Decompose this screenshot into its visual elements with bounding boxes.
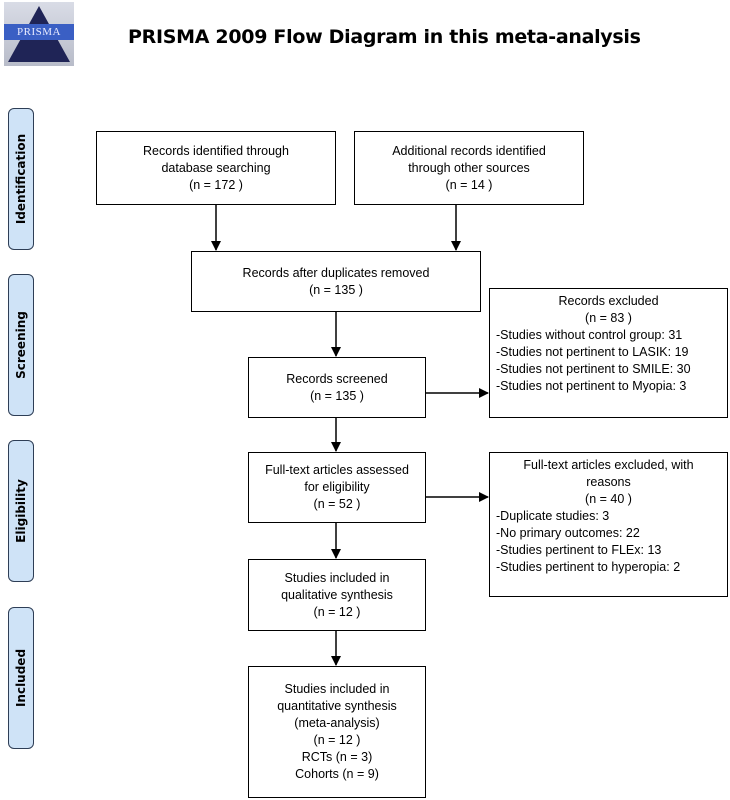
box-line: Full-text articles assessed <box>265 463 409 477</box>
box-line: (n = 40 ) <box>585 492 632 506</box>
box-database-search: Records identified through database sear… <box>96 131 336 205</box>
box-line: Additional records identified <box>392 143 546 158</box>
box-line: Studies included in <box>284 570 390 585</box>
exclusion-item: -Studies not pertinent to SMILE: 30 <box>496 362 691 376</box>
phase-screening: Screening <box>8 274 34 416</box>
box-line: Records identified through <box>143 143 289 158</box>
box-quantitative-synthesis: Studies included in quantitative synthes… <box>248 666 426 798</box>
exclusion-item: -No primary outcomes: 22 <box>496 526 640 540</box>
exclusion-item: -Studies pertinent to FLEx: 13 <box>496 543 662 557</box>
box-line: (n = 172 ) <box>189 177 243 192</box>
prisma-logo: PRISMA <box>4 2 74 66</box>
box-head: Full-text articles excluded, with reason… <box>496 457 727 508</box>
phase-identification: Identification <box>8 108 34 250</box>
box-qualitative-synthesis: Studies included in qualitative synthesi… <box>248 559 426 631</box>
phase-eligibility: Eligibility <box>8 440 34 582</box>
box-line: Records screened <box>286 371 388 386</box>
box-line: qualitative synthesis <box>281 587 393 602</box>
box-line: RCTs (n = 3) <box>301 750 373 764</box>
box-line: Cohorts (n = 9) <box>295 767 379 781</box>
box-line: reasons <box>586 475 631 489</box>
box-line: (n = 12 ) <box>313 604 361 619</box>
phase-included: Included <box>8 607 34 749</box>
exclusion-item: -Studies not pertinent to LASIK: 19 <box>496 345 689 359</box>
box-line: Studies included in <box>284 682 390 696</box>
page-title: PRISMA 2009 Flow Diagram in this meta-an… <box>128 26 641 48</box>
box-line: through other sources <box>408 160 530 175</box>
box-other-sources: Additional records identified through ot… <box>354 131 584 205</box>
box-line: Records excluded <box>558 294 659 308</box>
box-line: for eligibility <box>304 480 370 494</box>
box-line: (n = 12 ) <box>313 733 361 747</box>
box-head: Records excluded (n = 83 ) <box>496 293 727 327</box>
exclusion-item: -Duplicate studies: 3 <box>496 509 610 523</box>
box-line: Records after duplicates removed <box>242 265 430 280</box>
box-fulltext-excluded: Full-text articles excluded, with reason… <box>489 452 728 597</box>
box-line: (n = 135 ) <box>310 388 364 403</box>
box-line: (n = 14 ) <box>445 177 493 192</box>
box-records-excluded: Records excluded (n = 83 ) -Studies with… <box>489 288 728 418</box>
box-line: (n = 52 ) <box>313 497 361 511</box>
box-records-screened: Records screened (n = 135 ) <box>248 357 426 418</box>
box-line: (n = 83 ) <box>585 311 632 325</box>
exclusion-item: -Studies not pertinent to Myopia: 3 <box>496 379 687 393</box>
box-duplicates-removed: Records after duplicates removed (n = 13… <box>191 251 481 312</box>
exclusion-item: -Studies without control group: 31 <box>496 328 683 342</box>
box-line: quantitative synthesis <box>277 699 397 713</box>
exclusion-item: -Studies pertinent to hyperopia: 2 <box>496 560 681 574</box>
box-line: (n = 135 ) <box>309 282 363 297</box>
box-line: Full-text articles excluded, with <box>523 458 694 472</box>
box-line: (meta-analysis) <box>294 716 380 730</box>
prisma-logo-text: PRISMA <box>17 26 61 38</box>
box-line: database searching <box>161 160 271 175</box>
prisma-logo-graphic <box>4 6 74 62</box>
box-fulltext-assessed: Full-text articles assessed for eligibil… <box>248 452 426 523</box>
